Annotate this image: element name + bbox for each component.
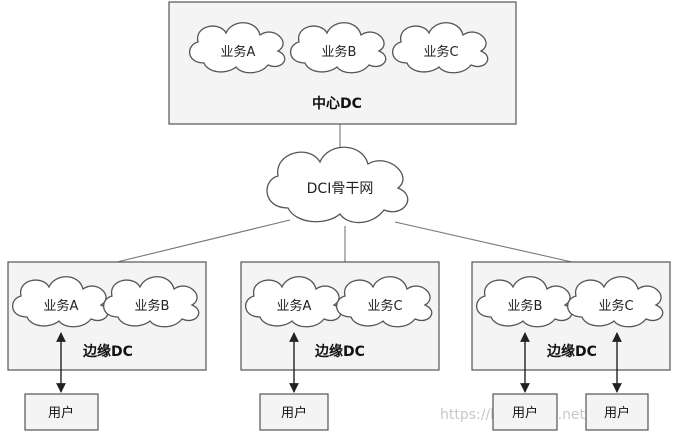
edge-1-user: 用户 bbox=[24, 393, 99, 431]
edge-3-service-label-2: 业务C bbox=[598, 298, 633, 314]
edge-dc-3: 业务B 业务C 边缘DC bbox=[471, 261, 671, 371]
edge-3-service-label-1: 业务B bbox=[508, 298, 543, 314]
center-service-label-1: 业务A bbox=[221, 44, 256, 60]
edge-2-user-label: 用户 bbox=[281, 405, 307, 421]
edge-1-dc-label: 边缘DC bbox=[82, 343, 133, 360]
edge-2-service-cloud-1: 业务A bbox=[245, 276, 342, 328]
edge-2-service-label-1: 业务A bbox=[277, 298, 312, 314]
edge-dc-2: 业务A 业务C 边缘DC bbox=[240, 261, 440, 371]
edge-1-service-label-2: 业务B bbox=[135, 298, 170, 314]
edge-3-user-2: 用户 bbox=[585, 393, 649, 431]
edge-2-user: 用户 bbox=[259, 393, 329, 431]
center-service-cloud-2: 业务B bbox=[290, 22, 387, 74]
edge-3-service-cloud-2: 业务C bbox=[567, 276, 664, 328]
center-dc-label: 中心DC bbox=[312, 95, 362, 112]
edge-2-dc-label: 边缘DC bbox=[314, 343, 365, 360]
edge-1-user-label: 用户 bbox=[48, 405, 74, 421]
edge-1-service-cloud-1: 业务A bbox=[12, 276, 109, 328]
center-service-label-3: 业务C bbox=[423, 44, 458, 60]
edge-3-user-1: 用户 bbox=[492, 393, 558, 431]
center-dc: 业务A 业务B 业务C 中心DC bbox=[168, 1, 517, 125]
edge-3-service-cloud-1: 业务B bbox=[476, 276, 573, 328]
edge-3-user-label-2: 用户 bbox=[604, 405, 630, 421]
backbone-label: DCI骨干网 bbox=[307, 181, 374, 197]
edge-3-user-label-1: 用户 bbox=[512, 405, 538, 421]
edge-dc-1: 业务A 业务B 边缘DC bbox=[7, 261, 207, 371]
link-backbone-edge-1 bbox=[116, 219, 291, 263]
backbone-cloud: DCI骨干网 bbox=[266, 146, 409, 224]
center-service-cloud-3: 业务C bbox=[392, 22, 489, 74]
edge-2-service-cloud-2: 业务C bbox=[336, 276, 433, 328]
edge-2-service-label-2: 业务C bbox=[367, 298, 402, 314]
center-service-label-2: 业务B bbox=[322, 44, 357, 60]
edge-1-service-cloud-2: 业务B bbox=[103, 276, 200, 328]
edge-3-dc-label: 边缘DC bbox=[546, 343, 597, 360]
edge-1-service-label-1: 业务A bbox=[44, 298, 79, 314]
link-backbone-edge-3 bbox=[394, 221, 573, 263]
center-service-cloud-1: 业务A bbox=[189, 22, 286, 74]
